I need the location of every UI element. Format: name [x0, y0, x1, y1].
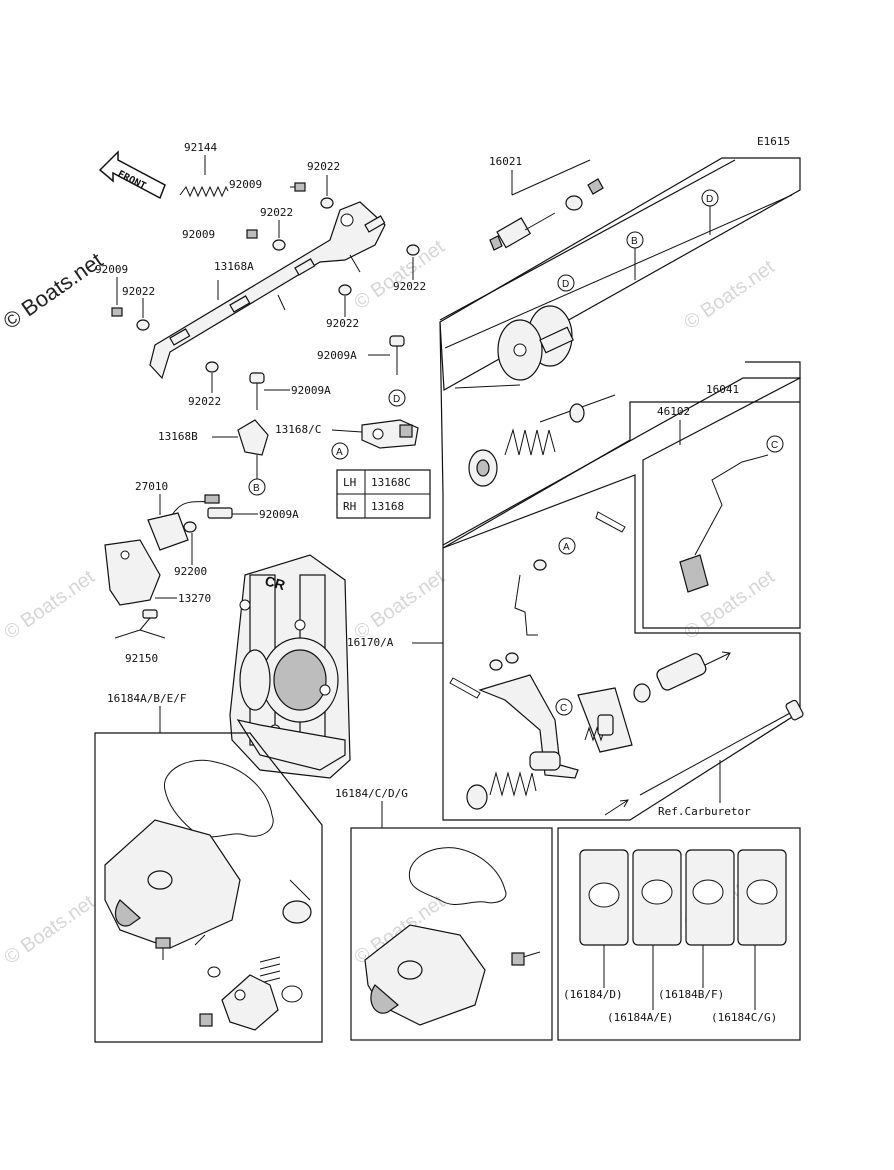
lever-16170	[478, 674, 579, 779]
label-92022: 92022	[307, 160, 340, 173]
label-92022: 92022	[122, 285, 155, 298]
bracket-assembly: 92144 92009 92022 92022	[95, 141, 426, 408]
label-92009: 92009	[95, 263, 128, 276]
label-92009A: 92009A	[259, 508, 299, 521]
bracket-13270	[104, 539, 161, 606]
label-16184CDG: 16184/C/D/G	[335, 787, 408, 800]
callout-A: A	[336, 447, 343, 458]
label-16184BF: (16184B/F)	[658, 988, 724, 1001]
label-ref-carburetor: Ref.Carburetor	[658, 805, 751, 818]
watermark: © Boats.net	[350, 566, 449, 644]
label-13270: 13270	[178, 592, 211, 605]
table-side-rh: RH	[343, 500, 356, 513]
callout-C: C	[771, 440, 778, 451]
washer-92022	[320, 197, 334, 209]
label-16021: 16021	[489, 155, 522, 168]
rod-section: 46102 C	[642, 377, 801, 629]
diagram-code: E1615	[757, 135, 790, 148]
link-13168B	[237, 419, 269, 456]
label-13168C: 13168/C	[275, 423, 321, 436]
boot-46102	[679, 554, 709, 593]
label-16170A: 16170/A	[347, 636, 394, 649]
table-part-lh: 13168C	[371, 476, 411, 489]
gasket-d	[579, 849, 629, 946]
table-part-rh: 13168	[371, 500, 404, 513]
label-92009A: 92009A	[291, 384, 331, 397]
gasket-b	[685, 849, 735, 946]
throttle-shaft-section: 16021 D B	[439, 155, 801, 391]
label-92200: 92200	[174, 565, 207, 578]
label-16184D: (16184/D)	[563, 988, 623, 1001]
callout-B: B	[631, 236, 638, 247]
spring-92144	[179, 185, 229, 198]
label-92009: 92009	[229, 178, 262, 191]
label-16184CG: (16184C/G)	[711, 1011, 777, 1024]
bolt-92009	[290, 182, 306, 192]
callout-D: D	[562, 279, 569, 290]
washer-92022	[406, 244, 420, 256]
gasket-c	[737, 849, 787, 946]
gasket-a	[632, 849, 682, 946]
sensor-27010	[147, 512, 189, 551]
watermark: © Boats.net	[0, 566, 99, 644]
label-16184ABEF: 16184A/B/E/F	[107, 692, 186, 705]
link-assembly: 92009A D 13168/C A 92009A 13168B B LH 13…	[158, 335, 431, 519]
callout-D: D	[393, 394, 400, 405]
callout-D: D	[706, 194, 713, 205]
label-16184AE: (16184A/E)	[607, 1011, 673, 1024]
lh-rh-table: LH 13168C RH 13168	[336, 469, 431, 519]
label-92022: 92022	[393, 280, 426, 293]
label-13168B: 13168B	[158, 430, 198, 443]
watermark-main: © Boats.net	[0, 247, 107, 334]
label-27010: 27010	[135, 480, 168, 493]
washer-92022	[272, 239, 286, 251]
callout-A: A	[563, 542, 570, 553]
label-46102: 46102	[657, 405, 690, 418]
pulley-section: D 16041	[439, 159, 801, 549]
label-92022: 92022	[326, 317, 359, 330]
watermark: © Boats.net	[0, 891, 99, 969]
label-92022: 92022	[188, 395, 221, 408]
svg-text:CR: CR	[263, 572, 287, 593]
bolt-92009	[111, 307, 123, 317]
bolt-92009	[246, 229, 258, 239]
label-92009: 92009	[182, 228, 215, 241]
float-chamber-kit-c: 16184/C/D/G	[335, 787, 553, 1041]
washer-92022	[136, 319, 150, 331]
washer-92022	[338, 284, 352, 296]
callout-C: C	[560, 703, 567, 714]
callout-B: B	[253, 483, 260, 494]
washer-92022	[205, 361, 219, 373]
gasket-set: (16184/D) (16184B/F) (16184A/E) (16184C/…	[557, 827, 801, 1041]
label-92150: 92150	[125, 652, 158, 665]
watermark: © Boats.net	[680, 256, 779, 334]
table-side-lh: LH	[343, 476, 356, 489]
label-16041: 16041	[706, 383, 739, 396]
carburetor-body: CR	[229, 554, 351, 779]
lever-section: 16170/A A C Ref.Carburetor	[347, 474, 804, 821]
front-arrow-icon: FRONT	[98, 150, 166, 200]
label-13168A: 13168A	[214, 260, 254, 273]
label-92144: 92144	[184, 141, 217, 154]
label-92022: 92022	[260, 206, 293, 219]
sensor-assembly: 27010 92009A 92200 13270 92150	[104, 480, 299, 665]
float-chamber-kit-a: 16184A/B/E/F	[94, 692, 323, 1043]
bracket-13168A	[149, 201, 386, 380]
label-92009A: 92009A	[317, 349, 357, 362]
